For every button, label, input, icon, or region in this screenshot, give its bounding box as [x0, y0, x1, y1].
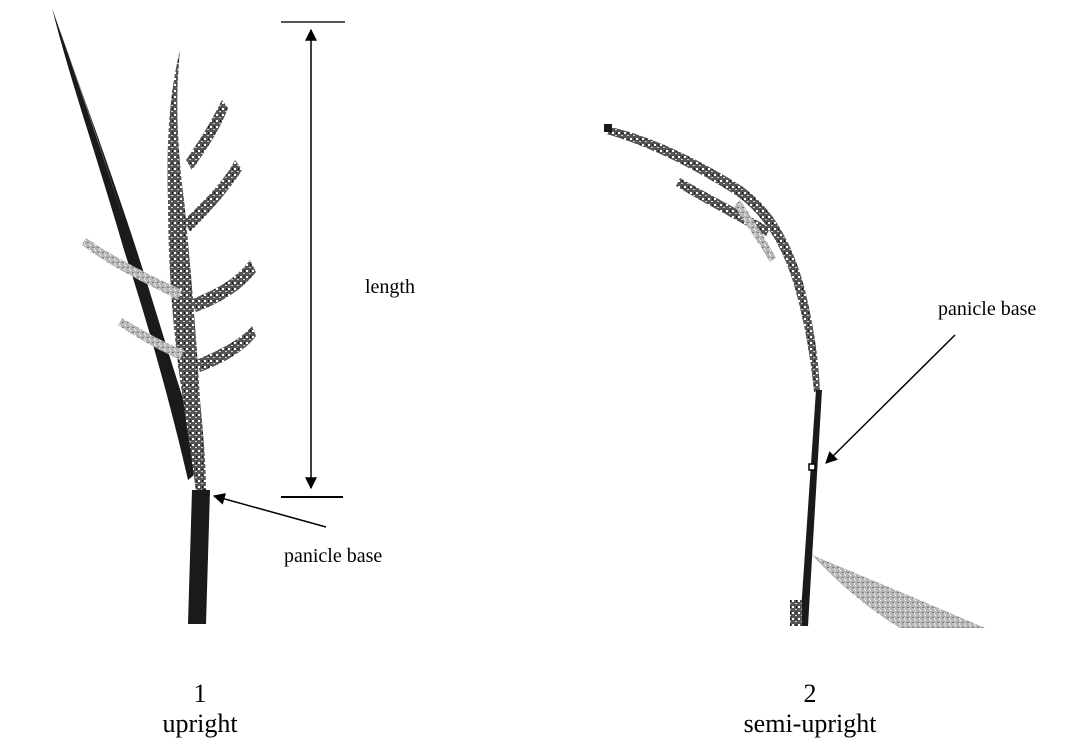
upright-type-label: upright — [100, 709, 300, 739]
length-dimension — [281, 22, 345, 497]
panicle-branch — [190, 260, 256, 312]
upright-panicle-base-label: panicle base — [280, 543, 386, 569]
upright-stem — [188, 490, 210, 624]
upright-caption: 1 upright — [100, 679, 300, 739]
length-label: length — [361, 274, 419, 300]
panicle-branch — [196, 326, 256, 372]
semi-upright-stem — [800, 390, 822, 626]
semi-upright-leaf — [812, 555, 985, 628]
upright-panicle-base-node — [200, 489, 208, 497]
semi-upright-type-label: semi-upright — [710, 709, 910, 739]
panicle-branch — [186, 100, 228, 170]
stem-base — [790, 600, 802, 626]
panicle-branch — [184, 160, 242, 232]
semi-upright-panicle-base-node — [809, 464, 815, 470]
semi-upright-panicle-illustration — [604, 124, 985, 628]
upright-panicle-illustration — [52, 8, 256, 624]
semi-upright-panicle-body — [606, 126, 820, 392]
upright-panicle-base-arrow — [214, 496, 326, 527]
semi-upright-caption: 2 semi-upright — [710, 679, 910, 739]
panicle-tip-grain — [604, 124, 612, 132]
semi-upright-number: 2 — [710, 679, 910, 709]
semi-upright-panicle-base-label: panicle base — [934, 296, 1040, 322]
semi-upright-panicle-base-arrow — [826, 335, 955, 463]
upright-number: 1 — [100, 679, 300, 709]
